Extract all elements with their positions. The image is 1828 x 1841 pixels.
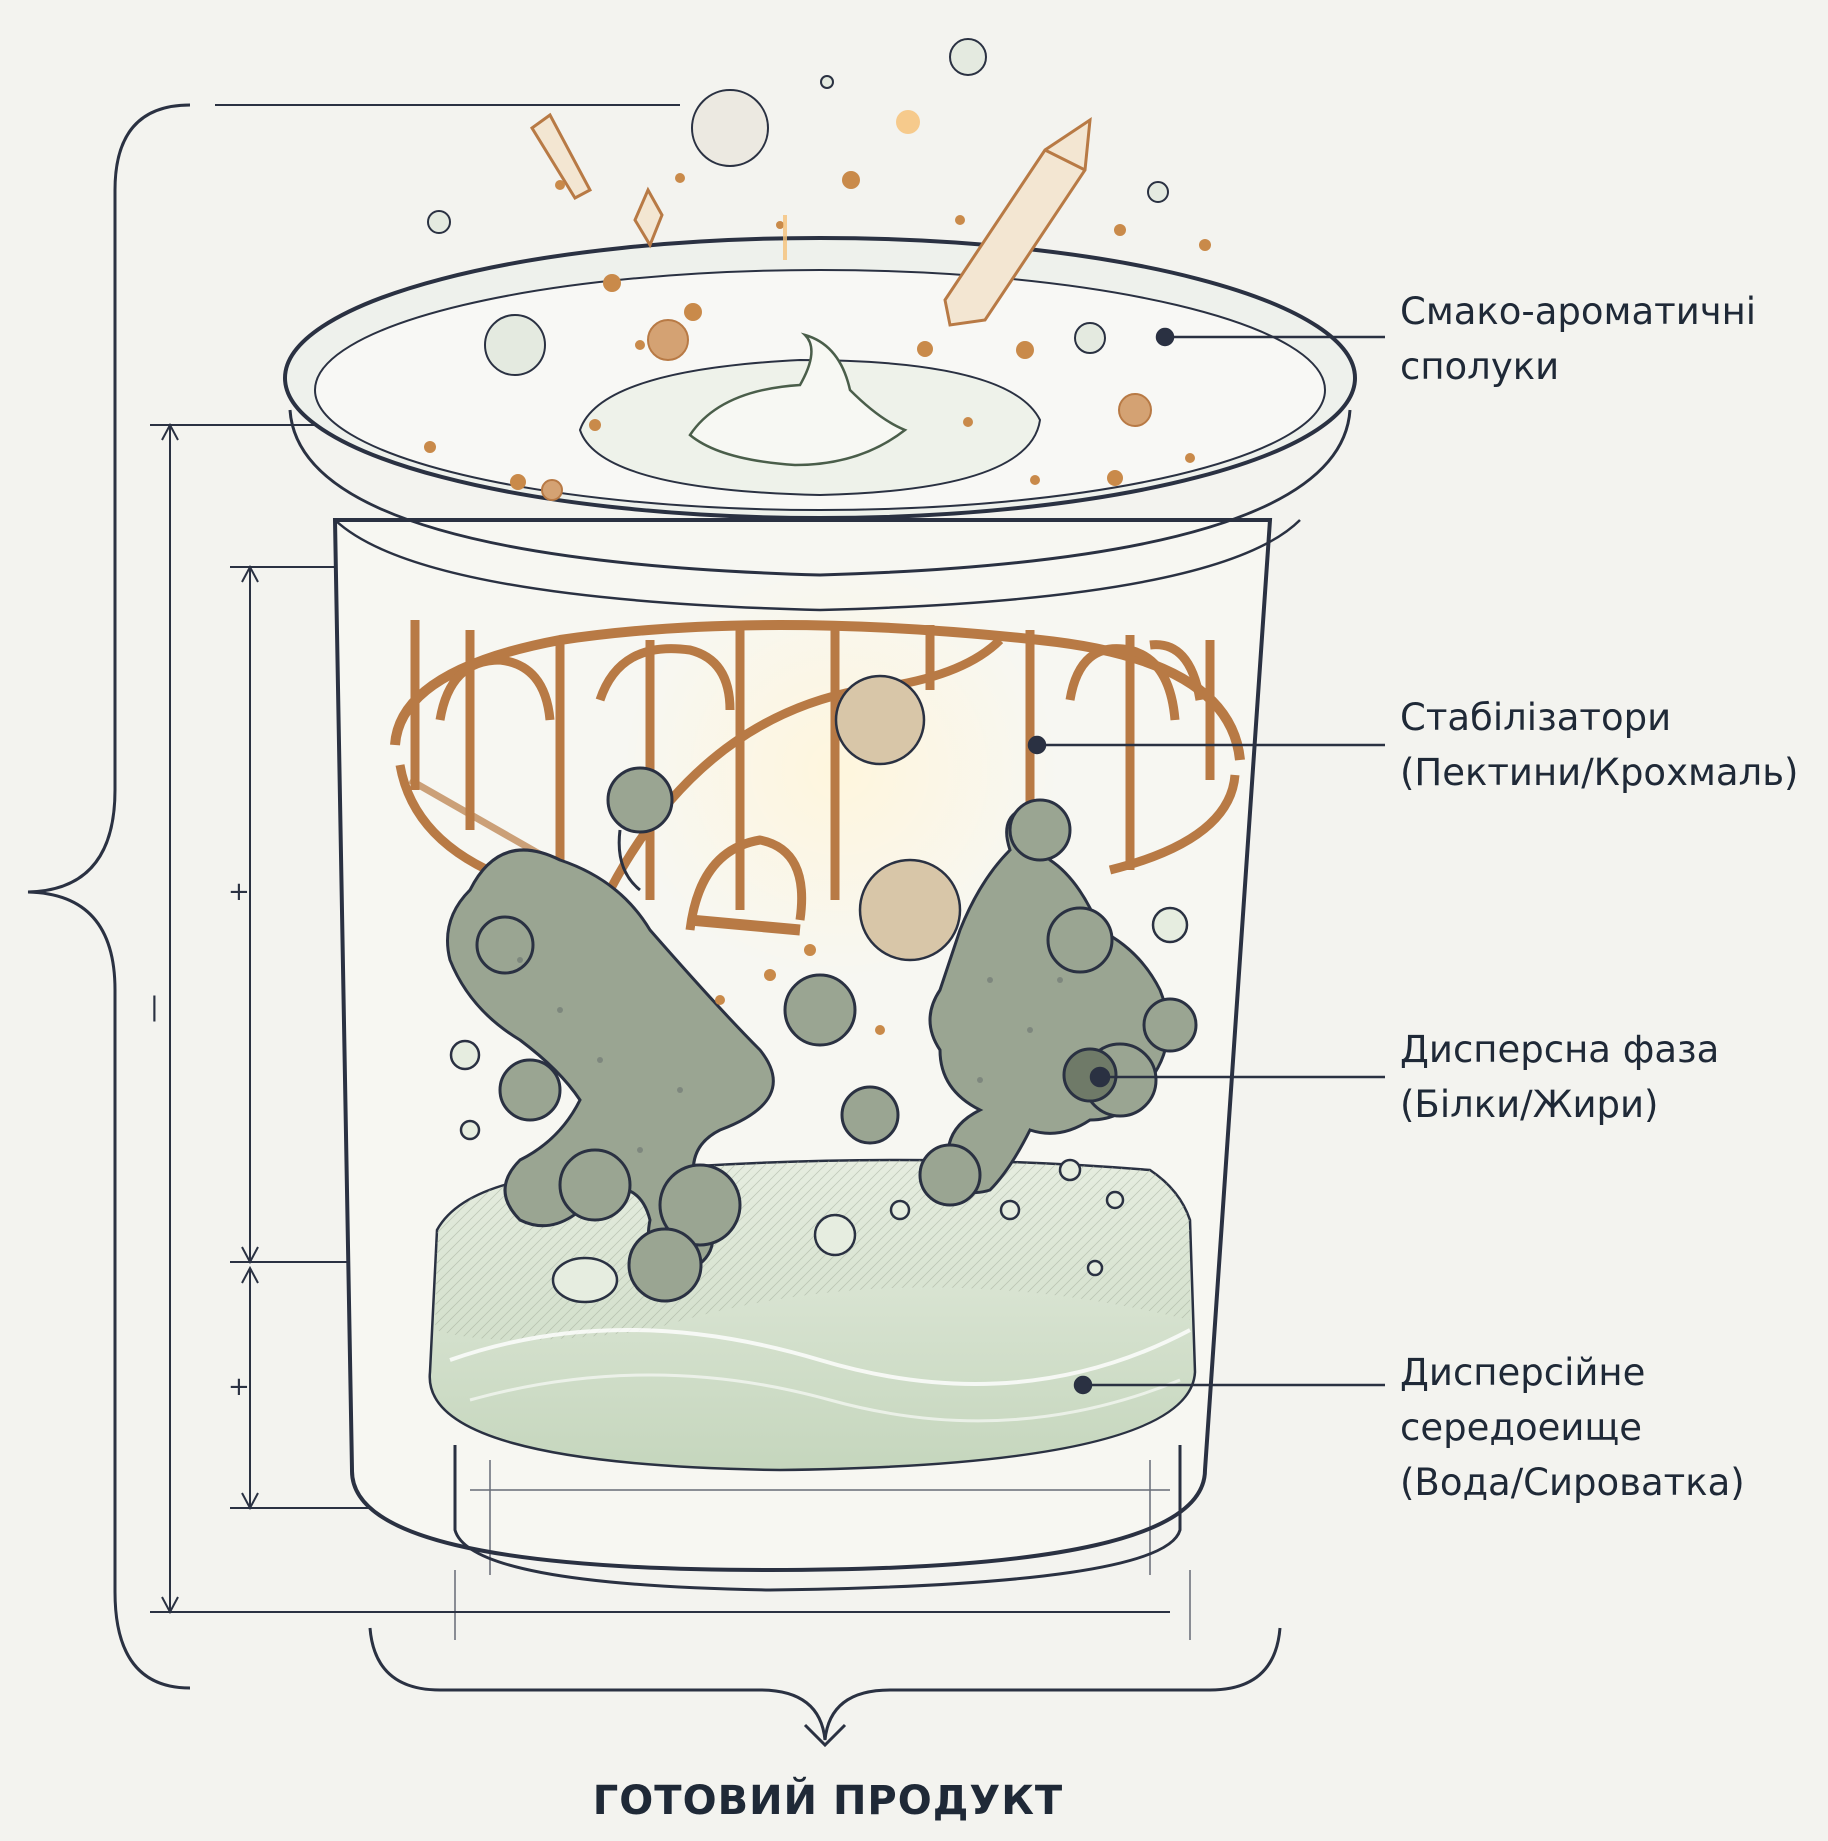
callout-dispersion-medium: Дисперсійне середоеище (Вода/Сироватка) [1400,1345,1745,1510]
callout-stabilizers-line1: Стабілізатори [1400,690,1798,745]
dimension-ticks: + + | [150,877,250,1402]
callout-flavor-compounds: Смако-ароматичні сполуки [1400,284,1756,394]
callout-flavor-line1: Смако-ароматичні [1400,284,1756,339]
callout-medium-line3: (Вода/Сироватка) [1400,1455,1745,1510]
callout-dispersed-line2: (Білки/Жири) [1400,1077,1719,1132]
left-brace [28,105,190,1688]
callout-medium-line2: середоеище [1400,1400,1745,1455]
callout-medium-line1: Дисперсійне [1400,1345,1745,1400]
callout-flavor-line2: сполуки [1400,339,1756,394]
svg-text:+: + [228,877,250,907]
callout-stabilizers-line2: (Пектини/Крохмаль) [1400,745,1798,800]
svg-text:+: + [228,1372,250,1402]
callout-dispersed-phase: Дисперсна фаза (Білки/Жири) [1400,1022,1719,1132]
callout-stabilizers: Стабілізатори (Пектини/Крохмаль) [1400,690,1798,800]
svg-text:|: | [150,992,159,1022]
callout-dispersed-line1: Дисперсна фаза [1400,1022,1719,1077]
finished-product-label: ГОТОВИЙ ПРОДУКТ [0,1778,1656,1824]
sparkle [896,110,920,134]
bottom-brace [370,1628,1280,1740]
